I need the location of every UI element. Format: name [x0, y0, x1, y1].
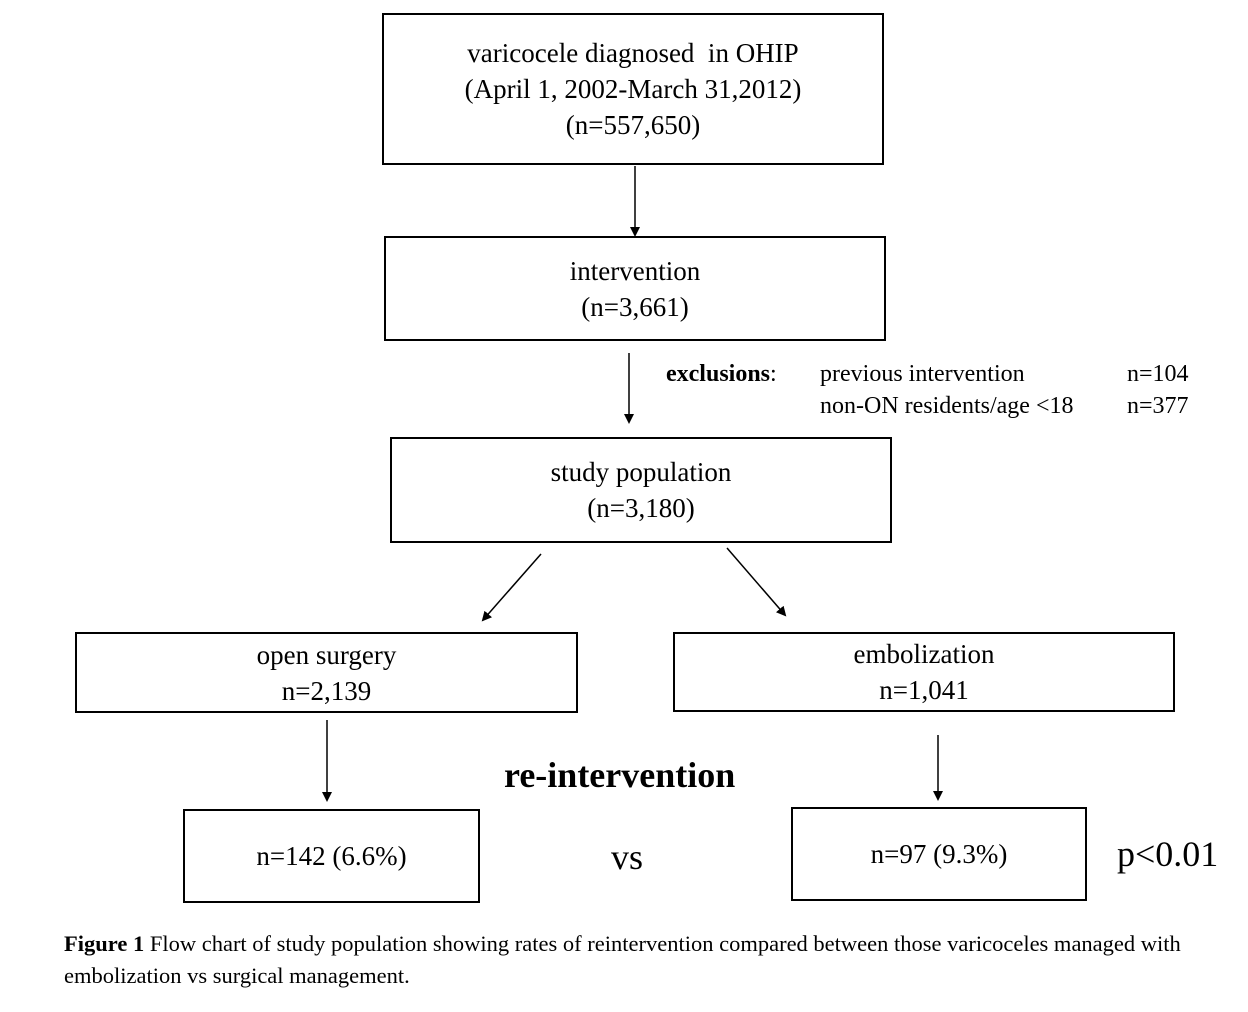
- exclusion-reason-2: non-ON residents/age <18: [820, 393, 1074, 419]
- embolization-line1: embolization: [853, 639, 995, 669]
- arrow-study-to-embolization: [726, 547, 787, 617]
- exclusions-label-group: exclusions:: [666, 358, 777, 390]
- study-line1: study population: [550, 457, 732, 487]
- caption-text: Flow chart of study population showing r…: [64, 931, 1181, 988]
- figure-caption: Figure 1 Flow chart of study population …: [64, 928, 1224, 992]
- arrow-study-to-open-surgery: [481, 553, 542, 622]
- exclusion-count-1: n=104: [1127, 361, 1189, 387]
- caption-label: Figure 1: [64, 931, 145, 956]
- exclusions-label: exclusions: [666, 361, 771, 387]
- box-varicocele-diagnosed: varicocele diagnosed in OHIP (April 1, 2…: [382, 13, 884, 165]
- box-open-surgery: open surgery n=2,139: [75, 632, 578, 713]
- box-intervention: intervention (n=3,661): [384, 236, 886, 341]
- diagnosed-line2: (April 1, 2002-March 31,2012): [464, 74, 802, 104]
- exclusion-reason-1: previous intervention: [820, 361, 1025, 387]
- box-reintervention-embolization: n=97 (9.3%): [791, 807, 1087, 901]
- vs-label: vs: [611, 837, 644, 877]
- reint-embol-value: n=97 (9.3%): [870, 839, 1008, 869]
- reintervention-heading: re-intervention: [504, 755, 736, 795]
- exclusions-colon: :: [770, 361, 777, 387]
- box-study-population: study population (n=3,180): [390, 437, 892, 543]
- open-surgery-line2: n=2,139: [281, 675, 372, 706]
- box-reintervention-surgery: n=142 (6.6%): [183, 809, 480, 903]
- reint-surgery-value: n=142 (6.6%): [256, 841, 407, 871]
- p-value: p<0.01: [1117, 834, 1219, 874]
- intervention-line1: intervention: [569, 255, 701, 286]
- exclusion-count-2: n=377: [1127, 393, 1189, 419]
- diagnosed-line3: (n=557,650): [565, 110, 701, 140]
- intervention-line2: (n=3,661): [581, 291, 689, 322]
- box-embolization: embolization n=1,041: [673, 632, 1175, 712]
- diagnosed-line1: varicocele diagnosed in OHIP: [467, 38, 799, 68]
- open-surgery-line1: open surgery: [256, 639, 397, 670]
- embolization-line2: n=1,041: [879, 675, 969, 705]
- study-line2: (n=3,180): [587, 493, 695, 523]
